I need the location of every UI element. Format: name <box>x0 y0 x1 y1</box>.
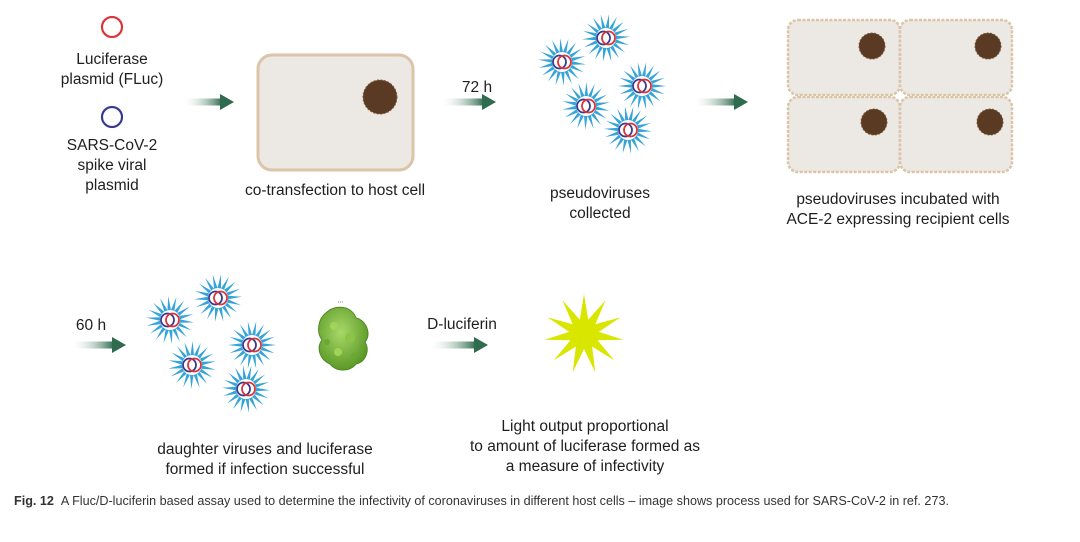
recipient-label-line2: ACE-2 expressing recipient cells <box>786 211 1010 228</box>
recipient-label-line1: pseudoviruses incubated with <box>796 191 1000 208</box>
process-arrow-icon <box>440 94 496 110</box>
process-arrow-icon <box>70 337 126 353</box>
assay-diagram: Luciferase plasmid (FLuc) SARS-CoV-2 spi… <box>42 14 1038 478</box>
luciferase-label-line2: plasmid (FLuc) <box>60 71 164 88</box>
light-output-label: Light output proportional to amount of l… <box>440 417 730 477</box>
virus-particle-icon <box>228 321 276 369</box>
luciferase-plasmid-icon <box>100 15 124 39</box>
virus-particle-icon <box>194 274 242 322</box>
process-arrow-icon <box>692 94 748 110</box>
process-arrow-icon <box>428 337 488 353</box>
figure-caption: Fig. 12 A Fluc/D-luciferin based assay u… <box>14 492 1066 510</box>
luciferase-protein-icon <box>318 301 369 371</box>
luciferase-plasmid-label: Luciferase plasmid (FLuc) <box>42 50 182 90</box>
time-72h-label: 72 h <box>461 79 493 96</box>
host-cell-label: co-transfection to host cell <box>244 182 426 199</box>
light-burst-icon <box>544 294 624 373</box>
light-label-line1: Light output proportional <box>501 418 669 435</box>
virus-particle-icon <box>582 14 630 62</box>
process-arrows <box>70 94 748 353</box>
spike-label-line2: spike viral <box>77 157 147 174</box>
virus-particle-icon <box>562 82 610 130</box>
virus-particle-icon <box>538 38 586 86</box>
virus-particle-icon <box>146 296 194 344</box>
light-label-line2: to amount of luciferase formed as <box>469 438 701 455</box>
spike-plasmid-label: SARS-CoV-2 spike viral plasmid <box>42 136 182 196</box>
virus-particle-icon <box>604 106 652 154</box>
diagram-canvas <box>70 14 1014 413</box>
host-cell <box>256 53 415 172</box>
recipient-cells-label: pseudoviruses incubated with ACE-2 expre… <box>758 190 1038 230</box>
caption-label: Fig. 12 <box>14 494 54 508</box>
daughter-label-line1: daughter viruses and luciferase <box>157 441 373 458</box>
daughter-label-line2: formed if infection successful <box>165 461 365 478</box>
spike-label-line3: plasmid <box>85 177 139 194</box>
time-60h-label: 60 h <box>75 317 107 334</box>
pseudovirus-cluster <box>538 14 666 154</box>
recipient-cell <box>786 18 902 97</box>
recipient-cells <box>786 18 1014 174</box>
process-arrow-icon <box>182 94 234 110</box>
pseudovirus-label-line1: pseudoviruses <box>550 185 650 202</box>
daughter-virus-cluster <box>146 274 276 413</box>
recipient-cell <box>898 18 1014 97</box>
spike-plasmid-icon <box>100 105 124 129</box>
recipient-cell <box>898 95 1014 174</box>
spike-label-line1: SARS-CoV-2 <box>66 137 158 154</box>
substrate-label: D-luciferin <box>427 316 497 333</box>
pseudovirus-label-line2: collected <box>569 205 631 222</box>
virus-particle-icon <box>168 341 216 389</box>
virus-particle-icon <box>618 62 666 110</box>
virus-particle-icon <box>222 365 270 413</box>
recipient-cell <box>786 95 902 174</box>
daughter-viruses-label: daughter viruses and luciferase formed i… <box>130 440 400 480</box>
caption-text: A Fluc/D-luciferin based assay used to d… <box>60 494 949 508</box>
luciferase-label-line1: Luciferase <box>76 51 148 68</box>
host-cell-nucleus <box>362 79 398 115</box>
pseudovirus-label: pseudoviruses collected <box>530 184 670 224</box>
light-label-line3: a measure of infectivity <box>505 458 665 475</box>
